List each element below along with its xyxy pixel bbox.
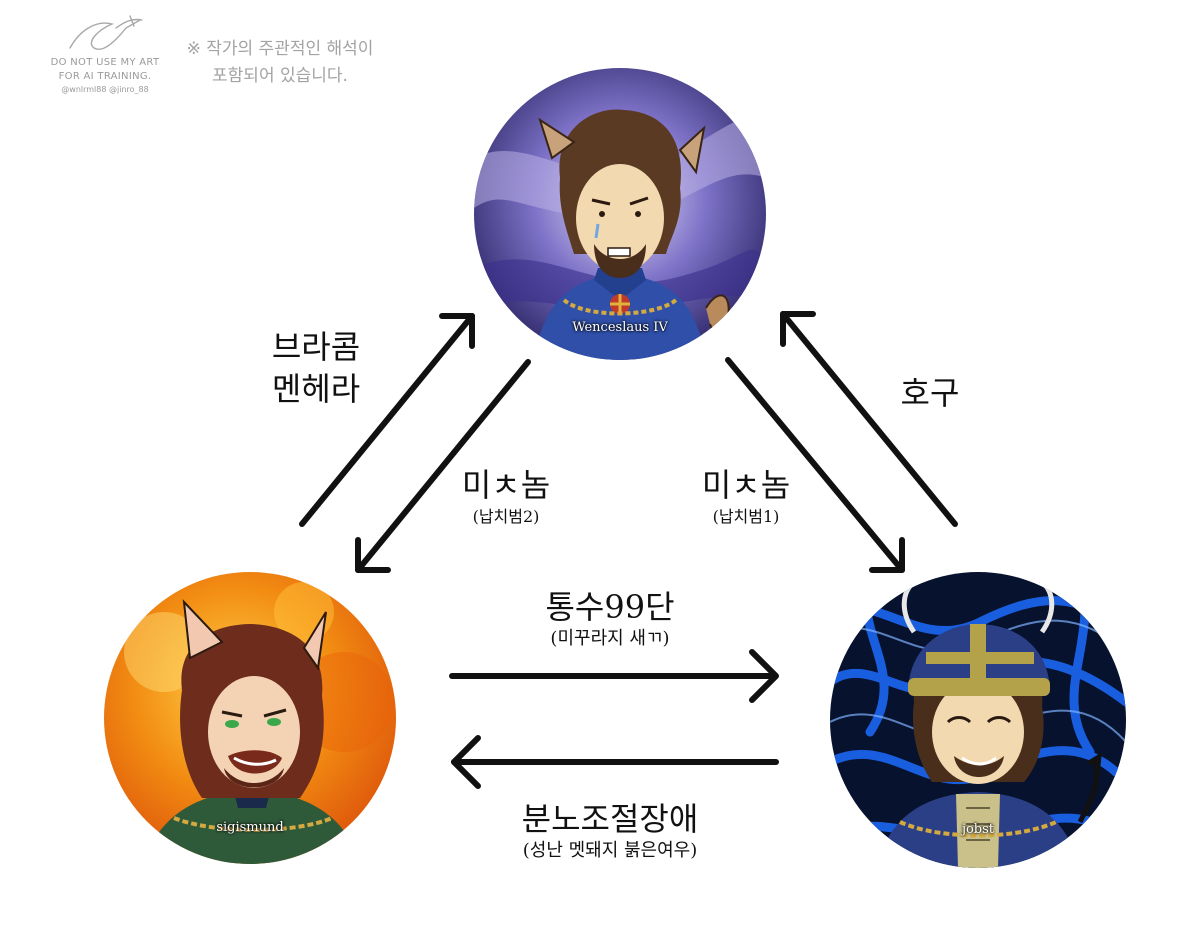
arrowhead-right-to-top — [780, 311, 816, 347]
signature-icon — [69, 15, 143, 50]
name-sigismund: sigismund — [216, 820, 284, 835]
label-left-to-top-line1: 브라콤 — [271, 328, 361, 366]
label-left-to-right-sub: (미꾸라지 새ㄲ) — [550, 628, 670, 649]
name-wenceslaus: Wenceslaus IV — [572, 320, 668, 335]
disclaimer-note: ※ 작가의 주관적인 해석이 포함되어 있습니다. — [160, 36, 400, 90]
label-left-to-top: 브라콤 멘헤라 — [236, 326, 396, 410]
label-right-to-top: 호구 — [900, 374, 960, 412]
label-top-to-left-sub: (납치범2) — [472, 507, 540, 526]
label-top-to-left-main: 미ㅊ놈 — [461, 466, 551, 504]
portrait-wenceslaus: Wenceslaus IV — [474, 68, 766, 360]
artist-watermark: DO NOT USE MY ART FOR AI TRAINING. @wnlr… — [40, 8, 170, 95]
wenceslaus-illustration — [474, 68, 766, 360]
label-top-to-right-sub: (납치범1) — [712, 507, 780, 526]
label-top-to-right-main: 미ㅊ놈 — [701, 466, 791, 504]
label-right-to-left: 분노조절장애 (성난 멧돼지 붉은여우) — [460, 798, 760, 862]
jobst-illustration — [830, 572, 1126, 868]
arrow-top-to-left — [355, 359, 531, 573]
portrait-sigismund: sigismund — [104, 572, 396, 864]
arrow-right-to-top — [780, 311, 958, 527]
arrow-top-to-right — [725, 357, 905, 573]
watermark-handles: @wnlrml88 @jinro_88 — [61, 85, 149, 94]
sigismund-illustration — [104, 572, 396, 864]
label-right-to-left-main: 분노조절장애 — [521, 800, 699, 838]
arrowhead-top-to-left — [355, 537, 391, 573]
watermark-line1: DO NOT USE MY ART — [50, 57, 160, 68]
label-top-to-left: 미ㅊ놈 (납치범2) — [426, 464, 586, 528]
portrait-jobst: jobst — [830, 572, 1126, 868]
label-left-to-top-line2: 멘헤라 — [271, 370, 361, 408]
arrowhead-left-to-right — [749, 649, 779, 703]
arrowhead-right-to-left — [451, 735, 481, 789]
arrowhead-left-to-top — [439, 313, 475, 349]
label-left-to-right-main: 통수99단 — [545, 588, 675, 626]
watermark-line2: FOR AI TRAINING. — [58, 71, 152, 82]
arrow-left-to-top — [299, 313, 475, 527]
name-jobst: jobst — [961, 822, 995, 837]
label-right-to-left-sub: (성난 멧돼지 붉은여우) — [522, 840, 698, 861]
note-line2: 포함되어 있습니다. — [212, 66, 348, 86]
note-line1: ※ 작가의 주관적인 해석이 — [186, 39, 374, 59]
arrowhead-top-to-right — [869, 537, 905, 573]
label-left-to-right: 통수99단 (미꾸라지 새ㄲ) — [470, 586, 750, 650]
label-top-to-right: 미ㅊ놈 (납치범1) — [666, 464, 826, 528]
